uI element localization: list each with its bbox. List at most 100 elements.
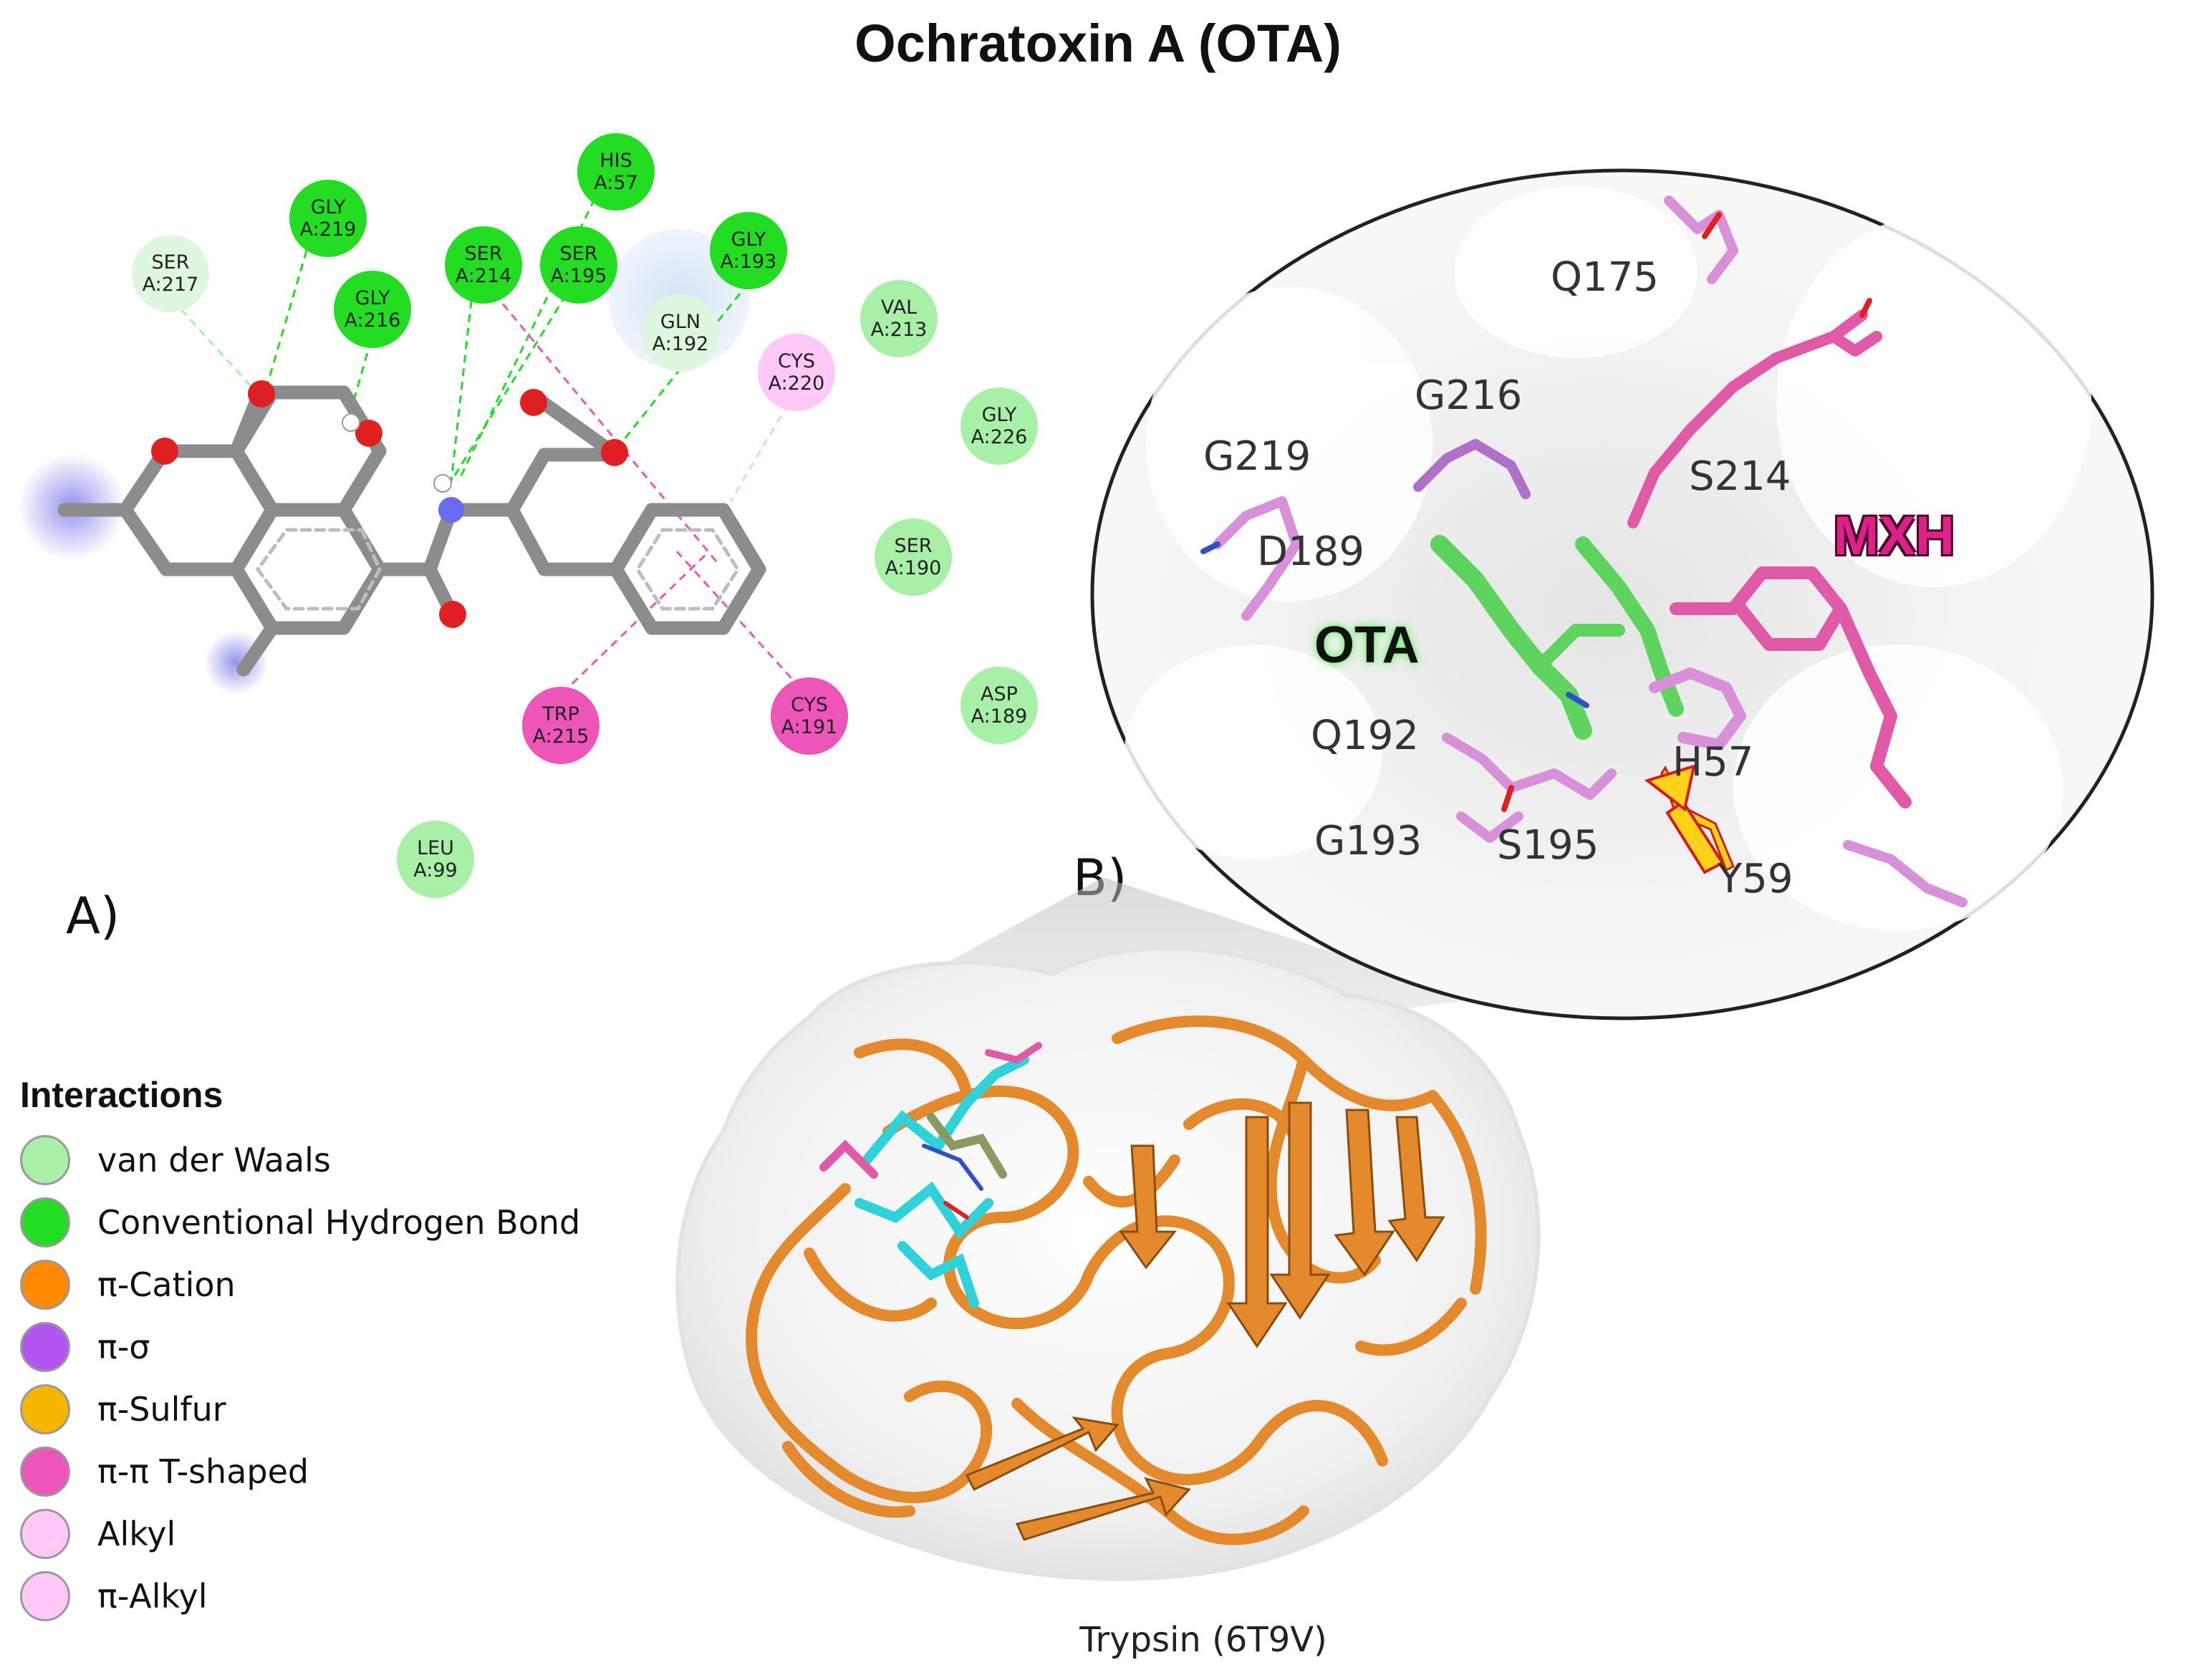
legend-swatch [20, 1508, 70, 1559]
residue-code: SER [559, 243, 598, 265]
legend-item: Alkyl [20, 1502, 580, 1565]
residue-code: VAL [880, 296, 918, 319]
residue-number: A:192 [652, 333, 709, 355]
residue-number: A:216 [344, 309, 401, 332]
legend-label: π-Alkyl [97, 1576, 208, 1616]
oxygen-atom [248, 380, 275, 407]
pi-line [675, 550, 811, 700]
legend-item: π-σ [20, 1315, 580, 1378]
legend-swatch [20, 1197, 70, 1247]
residue-code: TRP [542, 703, 579, 725]
catalytic-arrow-body [1665, 800, 1725, 874]
residue-code: GLY [310, 196, 346, 218]
legend-label: π-Cation [97, 1265, 236, 1304]
nitrogen-atom [438, 497, 464, 523]
legend-swatch [20, 1384, 70, 1434]
protein-surface [675, 946, 1541, 1581]
protein-ribbon [746, 1015, 1487, 1545]
beta-strands [965, 1101, 1445, 1541]
legend-swatch [20, 1259, 70, 1310]
legend-swatch [20, 1446, 70, 1497]
docked-ligands [819, 1042, 1042, 1308]
residue-code: GLY [981, 404, 1017, 426]
hbond-line [170, 298, 259, 395]
residue-number: A:190 [885, 557, 942, 579]
interaction-lines [170, 198, 811, 700]
inset-label-g219: G219 [1203, 433, 1311, 480]
hbond-line [615, 282, 750, 450]
oxygen-atom [355, 420, 382, 447]
inset-label-g216: G216 [1415, 372, 1523, 419]
residue-number: A:220 [768, 372, 825, 395]
residue-code: SER [464, 243, 503, 265]
residue-number: A:189 [971, 705, 1028, 728]
inset-label-q192: Q192 [1311, 713, 1419, 759]
inset-label-mxh: MXH [1834, 506, 1955, 566]
legend-label: π-σ [97, 1327, 150, 1366]
inset-label-ota: OTA [1314, 617, 1420, 674]
inset-label-d189: D189 [1257, 528, 1365, 575]
hbond-line [450, 300, 473, 482]
residue-code: LEU [417, 837, 454, 859]
residue-code: GLY [731, 228, 766, 251]
residue-number: A:195 [550, 265, 607, 287]
legend-item: π-π T-shaped [20, 1440, 580, 1502]
inset-label-s195: S195 [1497, 822, 1599, 869]
residue-number: A:217 [142, 274, 199, 296]
hbond-line [457, 198, 596, 482]
residue-number: A:213 [870, 319, 928, 341]
legend-label: Conventional Hydrogen Bond [97, 1202, 581, 1242]
hydroxyl-hydrogen [342, 413, 360, 432]
residue-number: A:214 [455, 265, 512, 287]
legend-item: π-Alkyl [20, 1565, 580, 1627]
legend-label: π-π T-shaped [97, 1452, 309, 1491]
oxygen-atom [439, 601, 466, 628]
residue-code: GLY [355, 287, 390, 309]
inset-label-s214: S214 [1689, 453, 1791, 500]
aromatic-dashes [255, 528, 740, 611]
legend-title: Interactions [20, 1075, 223, 1115]
amide-hydrogen [433, 474, 452, 493]
legend-item: π-Cation [20, 1253, 580, 1315]
residue-number: A:226 [971, 426, 1028, 448]
residue-number: A:57 [594, 172, 638, 194]
residue-code: CYS [777, 350, 815, 372]
oxygen-atom [601, 439, 628, 466]
ota-ligand [57, 380, 766, 677]
residue-code: CYS [790, 694, 828, 716]
catalytic-arrow-head [1644, 764, 1696, 812]
residue-code: SER [151, 251, 190, 274]
pi-line [561, 550, 711, 695]
inset-residue-sticks [1200, 195, 1968, 907]
oxygen-atom [520, 389, 547, 416]
legend-swatch [20, 1134, 70, 1185]
legend-label: Alkyl [97, 1514, 176, 1553]
residue-code: SER [894, 535, 933, 557]
inset-label-q175: Q175 [1551, 254, 1659, 301]
legend-swatch [20, 1570, 70, 1621]
legend-label: van der Waals [97, 1140, 331, 1179]
legend-item: π-Sulfur [20, 1378, 580, 1440]
legend-item: Conventional Hydrogen Bond [20, 1191, 580, 1253]
figure-title: Ochratoxin A (OTA) [854, 14, 1342, 73]
legend-swatch [20, 1321, 70, 1372]
